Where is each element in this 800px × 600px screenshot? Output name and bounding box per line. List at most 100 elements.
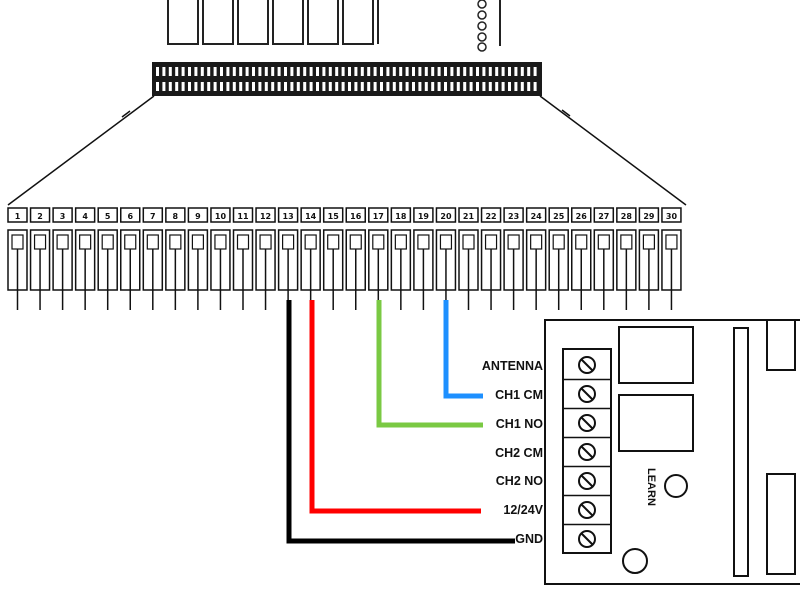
header-pin — [226, 82, 230, 91]
pin-number-label: 27 — [598, 212, 609, 221]
header-pin — [168, 82, 172, 91]
header-pin — [335, 67, 339, 76]
header-pin — [277, 67, 281, 76]
header-pin — [469, 82, 473, 91]
header-pin — [392, 67, 396, 76]
terminal-label-antenna: ANTENNA — [482, 359, 543, 373]
terminal-pin: 8 — [165, 207, 186, 310]
header-pin — [520, 82, 524, 91]
header-pin — [437, 67, 441, 76]
header-pin — [373, 67, 377, 76]
terminal-label-power: 12/24V — [503, 503, 543, 517]
header-pin — [348, 67, 351, 76]
terminal-pin: 2 — [29, 207, 51, 310]
terminal-pin: 18 — [390, 207, 412, 310]
wire-power — [309, 300, 481, 514]
header-pin — [380, 67, 383, 76]
receiver-component-bottom — [766, 473, 796, 575]
pin-number-label: 18 — [395, 212, 407, 221]
expansion-line-right — [539, 95, 687, 206]
header-pin — [194, 82, 198, 91]
header-pin — [264, 67, 268, 76]
header-pin — [271, 67, 275, 76]
pin-number-label: 17 — [373, 212, 384, 221]
pin-number-label: 19 — [418, 212, 430, 221]
header-pin — [508, 67, 511, 76]
header-pin — [412, 67, 415, 76]
receiver-relay-2 — [618, 394, 694, 452]
screw-terminal — [563, 465, 611, 490]
header-pin — [444, 67, 447, 76]
header-pin — [456, 82, 460, 91]
header-pin — [200, 67, 204, 76]
pin-number-label: 5 — [105, 212, 111, 221]
header-pin — [418, 82, 422, 91]
terminal-pin: 27 — [593, 207, 615, 310]
header-pin — [437, 82, 441, 91]
terminal-pin: 11 — [232, 207, 254, 310]
pin-number-label: 2 — [37, 212, 43, 221]
expansion-line-left — [7, 95, 155, 206]
header-pin — [520, 67, 524, 76]
terminal-pin: 24 — [525, 207, 547, 310]
header-pin — [354, 82, 358, 91]
header-pin — [316, 67, 319, 76]
terminal-pin: 7 — [142, 207, 164, 310]
header-pin — [232, 82, 236, 91]
header-pin — [399, 82, 403, 91]
wire-ch1-cm — [443, 300, 483, 399]
relay — [202, 0, 234, 45]
header-pin — [188, 82, 191, 91]
terminal-pin: 21 — [458, 207, 479, 310]
header-pin — [373, 82, 377, 91]
pin-number-label: 28 — [621, 212, 633, 221]
receiver-strip — [733, 327, 749, 577]
header-pin — [533, 82, 537, 91]
pin-number-label: 7 — [150, 212, 156, 221]
learn-button[interactable] — [664, 474, 688, 498]
header-pin — [367, 82, 371, 91]
header-pin — [271, 82, 275, 91]
terminal-pin: 6 — [120, 207, 141, 310]
header-pin — [399, 67, 403, 76]
header-pin — [194, 67, 198, 76]
header-pin — [181, 67, 185, 76]
terminal-pin: 19 — [413, 207, 434, 310]
header-pin — [360, 82, 364, 91]
header-pin — [386, 82, 390, 91]
header-pin — [341, 67, 345, 76]
header-pin — [514, 82, 518, 91]
header-pin — [527, 67, 531, 76]
header-pin — [456, 67, 460, 76]
header-pin — [463, 82, 467, 91]
receiver-relay-1 — [618, 326, 694, 384]
header-pin — [495, 82, 499, 91]
pin-number-label: 29 — [643, 212, 655, 221]
header-pin — [309, 82, 313, 91]
header-pin — [501, 82, 505, 91]
header-pin — [431, 67, 435, 76]
header-pin — [328, 67, 332, 76]
pin-number-label: 24 — [531, 212, 543, 221]
pin-number-label: 3 — [60, 212, 66, 221]
terminal-pin: 22 — [480, 207, 502, 310]
terminal-pin: 10 — [210, 207, 231, 310]
header-pin — [392, 82, 396, 91]
header-pin — [162, 82, 166, 91]
header-pin — [367, 67, 371, 76]
header-pin — [284, 67, 287, 76]
terminal-pin: 12 — [255, 207, 276, 310]
header-pin — [354, 67, 358, 76]
relay — [342, 0, 374, 45]
terminal-pin: 9 — [187, 207, 209, 310]
header-pin — [533, 67, 537, 76]
header-pin — [264, 82, 268, 91]
relay — [272, 0, 304, 45]
header-pin — [431, 82, 435, 91]
pin-number-label: 8 — [173, 212, 179, 221]
terminal-label-ch2-no: CH2 NO — [496, 474, 544, 488]
wire-gnd — [286, 300, 515, 544]
header-pin — [284, 82, 287, 91]
